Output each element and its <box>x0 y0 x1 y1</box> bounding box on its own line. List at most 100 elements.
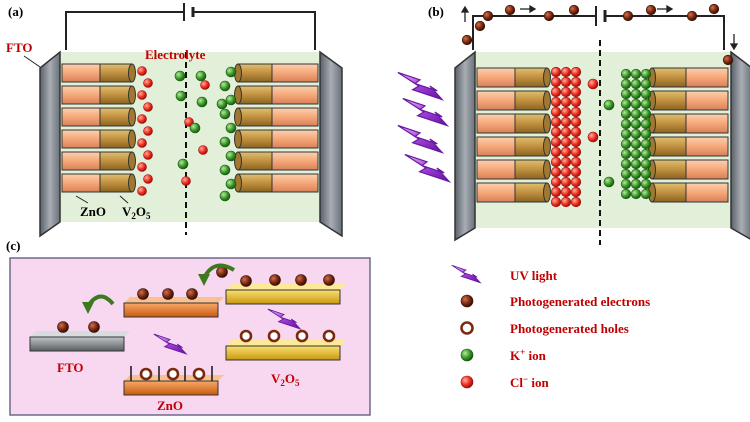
k-ion <box>630 188 642 200</box>
cl-ion <box>137 66 147 76</box>
v2o5-shell <box>237 129 273 149</box>
k-ion <box>630 118 642 130</box>
cl-ion <box>570 146 582 158</box>
k-ion <box>640 168 652 180</box>
cl-ion <box>181 176 191 186</box>
nanorod-end-cap <box>128 63 136 83</box>
k-ion <box>640 108 652 120</box>
legend-cl-ion-icon <box>460 375 474 389</box>
panel-b: (b) <box>397 3 750 245</box>
nanorod-end-cap <box>128 107 136 127</box>
legend-cl-ion-label: Cl− ion <box>510 374 550 390</box>
k-ion <box>640 118 652 130</box>
hole <box>239 329 253 343</box>
cl-ion <box>550 76 562 88</box>
fto-label-c: FTO <box>57 360 84 375</box>
v2o5-shell <box>514 67 548 88</box>
nanorods-right-a <box>234 63 319 193</box>
k-ion <box>620 118 632 130</box>
cl-ion <box>550 126 562 138</box>
v2o5-shell <box>99 173 133 193</box>
nanorod-end-cap <box>543 182 551 203</box>
k-ion <box>620 108 632 120</box>
nanorod-end-cap <box>128 85 136 105</box>
cl-ion <box>570 176 582 188</box>
v2o5-label-c: V2O5 <box>271 371 300 388</box>
cl-ion <box>560 136 572 148</box>
zno-pointer <box>75 195 89 204</box>
legend-k-ion-label: K+ ion <box>510 347 547 363</box>
cl-ion <box>570 136 582 148</box>
k-ion <box>196 96 208 108</box>
v2o5-shell <box>651 113 687 134</box>
v2o5-shell <box>651 182 687 203</box>
k-ion <box>620 78 632 90</box>
cl-ion <box>560 186 572 198</box>
k-ion <box>603 176 615 188</box>
v2o5-pointer <box>119 195 129 204</box>
v2o5-shell <box>237 85 273 105</box>
k-ion <box>630 88 642 100</box>
v2o5-shell <box>99 63 133 83</box>
k-ion <box>630 138 642 150</box>
cl-ion <box>560 126 572 138</box>
cl-ion <box>200 80 210 90</box>
electron <box>568 4 580 16</box>
cl-ion <box>560 156 572 168</box>
uv-light-bolts <box>397 71 450 183</box>
k-ion <box>177 158 189 170</box>
cl-ion <box>550 176 562 188</box>
hole <box>166 367 180 381</box>
v2o5-conduction-band <box>225 284 346 305</box>
v2o5-label-a: V2O5 <box>122 204 151 221</box>
v2o5-shell <box>99 85 133 105</box>
k-ion <box>219 190 231 202</box>
k-ion <box>620 68 632 80</box>
zno-conduction-band <box>123 297 224 318</box>
electron <box>686 10 698 22</box>
carriers-c <box>57 266 336 381</box>
hole <box>192 367 206 381</box>
nanorod-end-cap <box>234 129 242 149</box>
v2o5-shell <box>514 113 548 134</box>
panel-c: FTO ZnO V2O5 <box>9 257 371 416</box>
cl-ion <box>570 116 582 128</box>
k-ion <box>175 90 187 102</box>
external-circuit-wire-b <box>472 15 725 50</box>
nanorod-end-cap <box>128 173 136 193</box>
k-ion <box>640 138 652 150</box>
uv-bolt-icon <box>402 97 448 127</box>
uv-bolt-icon <box>397 71 443 101</box>
k-ion <box>640 148 652 160</box>
cl-ion <box>570 86 582 98</box>
cl-ion <box>570 96 582 108</box>
k-ion <box>225 122 237 134</box>
k-ion <box>219 164 231 176</box>
cl-ion <box>570 156 582 168</box>
k-ion <box>620 178 632 190</box>
v2o5-shell <box>651 136 687 157</box>
v2o5-valence-band <box>225 340 346 361</box>
v2o5-shell <box>99 129 133 149</box>
cl-ion <box>184 117 194 127</box>
electron <box>323 274 335 286</box>
k-ion <box>225 66 237 78</box>
cl-ion <box>570 106 582 118</box>
k-ion <box>620 158 632 170</box>
v2o5-shell <box>651 90 687 111</box>
ions-b <box>550 66 652 208</box>
electron <box>461 34 473 46</box>
nanorod-end-cap <box>543 136 551 157</box>
electron <box>269 274 281 286</box>
k-ion <box>195 70 207 82</box>
cl-ion <box>550 156 562 168</box>
hole <box>139 367 153 381</box>
fto-electrode-left <box>39 50 61 238</box>
k-ion <box>603 99 615 111</box>
fto-label-a: FTO <box>6 40 33 55</box>
cl-ion <box>570 66 582 78</box>
v2o5-shell <box>237 63 273 83</box>
cl-ion <box>550 166 562 178</box>
k-ion <box>219 108 231 120</box>
uv-bolt-icon <box>397 124 443 154</box>
